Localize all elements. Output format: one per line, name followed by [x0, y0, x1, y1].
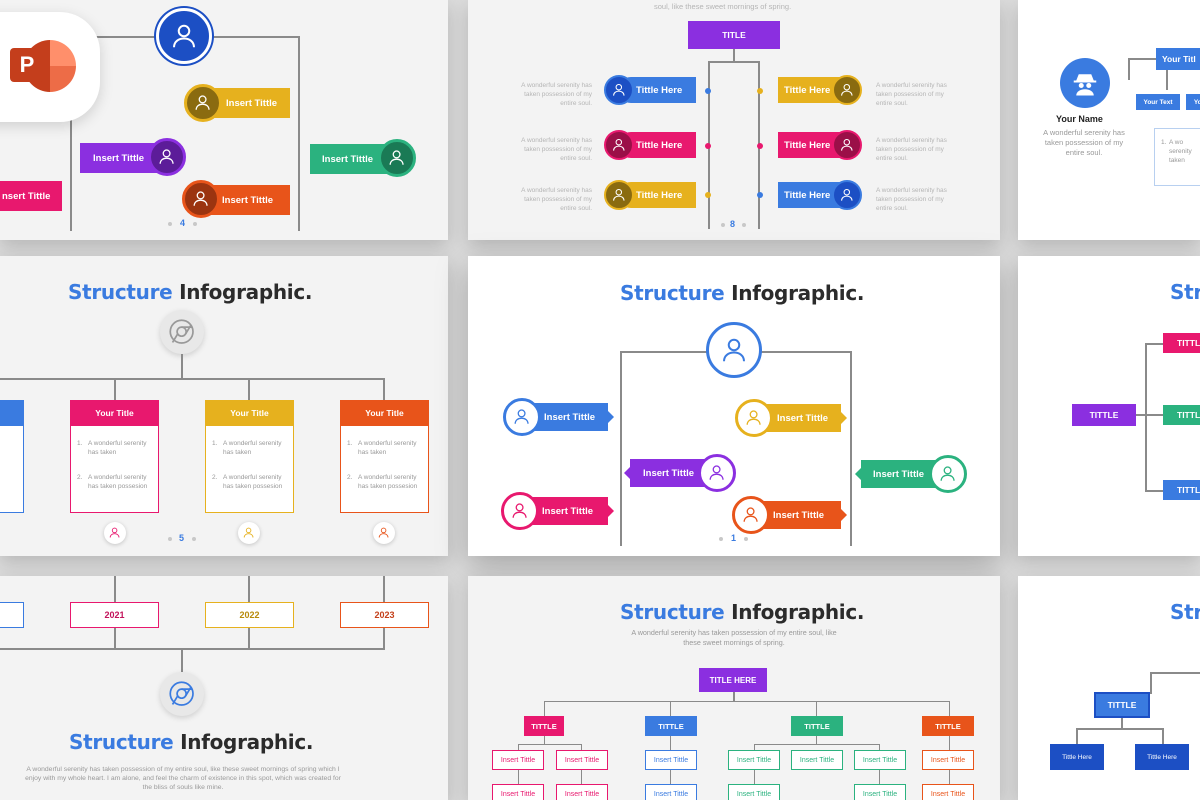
child-box[interactable]: Tittle Here [1050, 744, 1104, 770]
root-user-icon [156, 8, 212, 64]
slide-thumbnail-top-right[interactable]: Your Name A wonderful serenity has taken… [1018, 0, 1200, 240]
slide-thumbnail-bottom-left[interactable]: 2021 2022 2023 Structure Infographic. A … [0, 576, 448, 800]
child-box[interactable]: Insert Tittle [645, 750, 697, 770]
year-box-orange[interactable]: 2023 [340, 602, 429, 628]
powerpoint-icon: P [10, 36, 76, 98]
user-icon [501, 492, 539, 530]
chrome-icon [160, 672, 204, 716]
group-box-green[interactable]: TITTLE [791, 716, 843, 736]
title-box[interactable]: Your Titl [1156, 48, 1200, 70]
spy-avatar-icon [1060, 58, 1110, 108]
branch-box-green[interactable]: TITTL [1163, 405, 1200, 425]
root-box[interactable]: TITTLE [1072, 404, 1136, 426]
user-icon [604, 180, 634, 210]
group-box-orange[interactable]: TITTLE [922, 716, 974, 736]
child-box[interactable]: Insert Tittle [492, 750, 544, 770]
user-icon [148, 138, 186, 176]
user-icon [732, 496, 770, 534]
slide-thumbnail-mid-right[interactable]: Str TITTLE TITTL TITTL TITTL [1018, 256, 1200, 556]
user-icon [182, 180, 220, 218]
slide-thumbnail-5[interactable]: Structure Infographic. Your Title 1. A w… [0, 256, 448, 556]
column-body: 1. A wonderful serenity has taken 2. A w… [340, 425, 429, 513]
list-box: 1. A wo serenity taken [1154, 128, 1200, 186]
user-icon [604, 75, 634, 105]
user-icon [184, 84, 222, 122]
user-icon [832, 180, 862, 210]
page-number: 5 [179, 533, 185, 543]
slide-thumbnail-bottom-right[interactable]: Str TITTLE Tittle Here Tittle Here [1018, 576, 1200, 800]
child-box[interactable]: Insert Tittle [728, 784, 780, 800]
child-box[interactable]: Insert Tittle [854, 750, 906, 770]
main-slide[interactable]: Structure Infographic. Insert Tittle Ins… [468, 256, 1000, 556]
user-icon [929, 455, 967, 493]
text-box[interactable]: Your [1186, 94, 1200, 110]
slide-title: Structure Infographic. [620, 600, 865, 624]
profile-name: Your Name [1056, 114, 1103, 124]
slide-title: Structure Infographic. [68, 280, 313, 304]
text-box[interactable]: Your Text [1136, 94, 1180, 110]
child-box[interactable]: Tittle Here [1135, 744, 1189, 770]
slide-title: Structure Infographic. [620, 281, 865, 305]
year-box-yellow[interactable]: 2022 [205, 602, 294, 628]
user-icon [832, 75, 862, 105]
column-body: 1. A wonderful serenity has taken 2. A w… [205, 425, 294, 513]
slide-thumbnail-bottom-center[interactable]: Structure Infographic. A wonderful seren… [468, 576, 1000, 800]
column-header-pink[interactable]: Your Title [70, 400, 159, 425]
user-icon [832, 130, 862, 160]
powerpoint-app-icon: P [0, 12, 100, 122]
root-user-icon [706, 322, 762, 378]
column-header-orange[interactable]: Your Title [340, 400, 429, 425]
slide-thumbnail-8[interactable]: soul, like these sweet mornings of sprin… [468, 0, 1000, 240]
user-icon [604, 130, 634, 160]
user-icon [238, 522, 260, 544]
root-box[interactable]: TITTLE [1094, 692, 1150, 718]
root-box[interactable]: TITLE HERE [699, 668, 767, 692]
user-icon [735, 399, 773, 437]
slide-thumbnail-4[interactable]: Insert Tittle Insert Tittle Insert Tittl… [0, 0, 448, 240]
child-box[interactable]: Insert Tittle [854, 784, 906, 800]
child-box[interactable]: Insert Tittle [922, 784, 974, 800]
user-icon [503, 398, 541, 436]
group-box-pink[interactable]: TITTLE [524, 716, 564, 736]
user-icon [378, 139, 416, 177]
column-body: 1. A wonderful serenity has taken 2. A w… [70, 425, 159, 513]
column-header-yellow[interactable]: Your Title [205, 400, 294, 425]
user-icon [698, 454, 736, 492]
branch-box-pink[interactable]: TITTL [1163, 333, 1200, 353]
chrome-icon [160, 310, 204, 354]
child-box[interactable]: Insert Tittle [492, 784, 544, 800]
child-box[interactable]: Insert Tittle [556, 750, 608, 770]
title-box[interactable]: TITLE [688, 21, 780, 49]
child-box[interactable]: Insert Tittle [728, 750, 780, 770]
year-box-pink[interactable]: 2021 [70, 602, 159, 628]
page-number: 8 [730, 219, 736, 229]
child-box[interactable]: Insert Tittle [645, 784, 697, 800]
page-number: 4 [180, 218, 186, 228]
slide-title: Structure Infographic. [69, 730, 314, 754]
child-box[interactable]: Insert Tittle [791, 750, 843, 770]
page-number: 1 [731, 533, 737, 543]
child-box[interactable]: Insert Tittle [922, 750, 974, 770]
branch-box-blue[interactable]: TITTL [1163, 480, 1200, 500]
user-icon [104, 522, 126, 544]
group-box-blue[interactable]: TITTLE [645, 716, 697, 736]
child-box[interactable]: Insert Tittle [556, 784, 608, 800]
user-icon [373, 522, 395, 544]
node-pink[interactable]: nsert Tittle [0, 181, 62, 211]
